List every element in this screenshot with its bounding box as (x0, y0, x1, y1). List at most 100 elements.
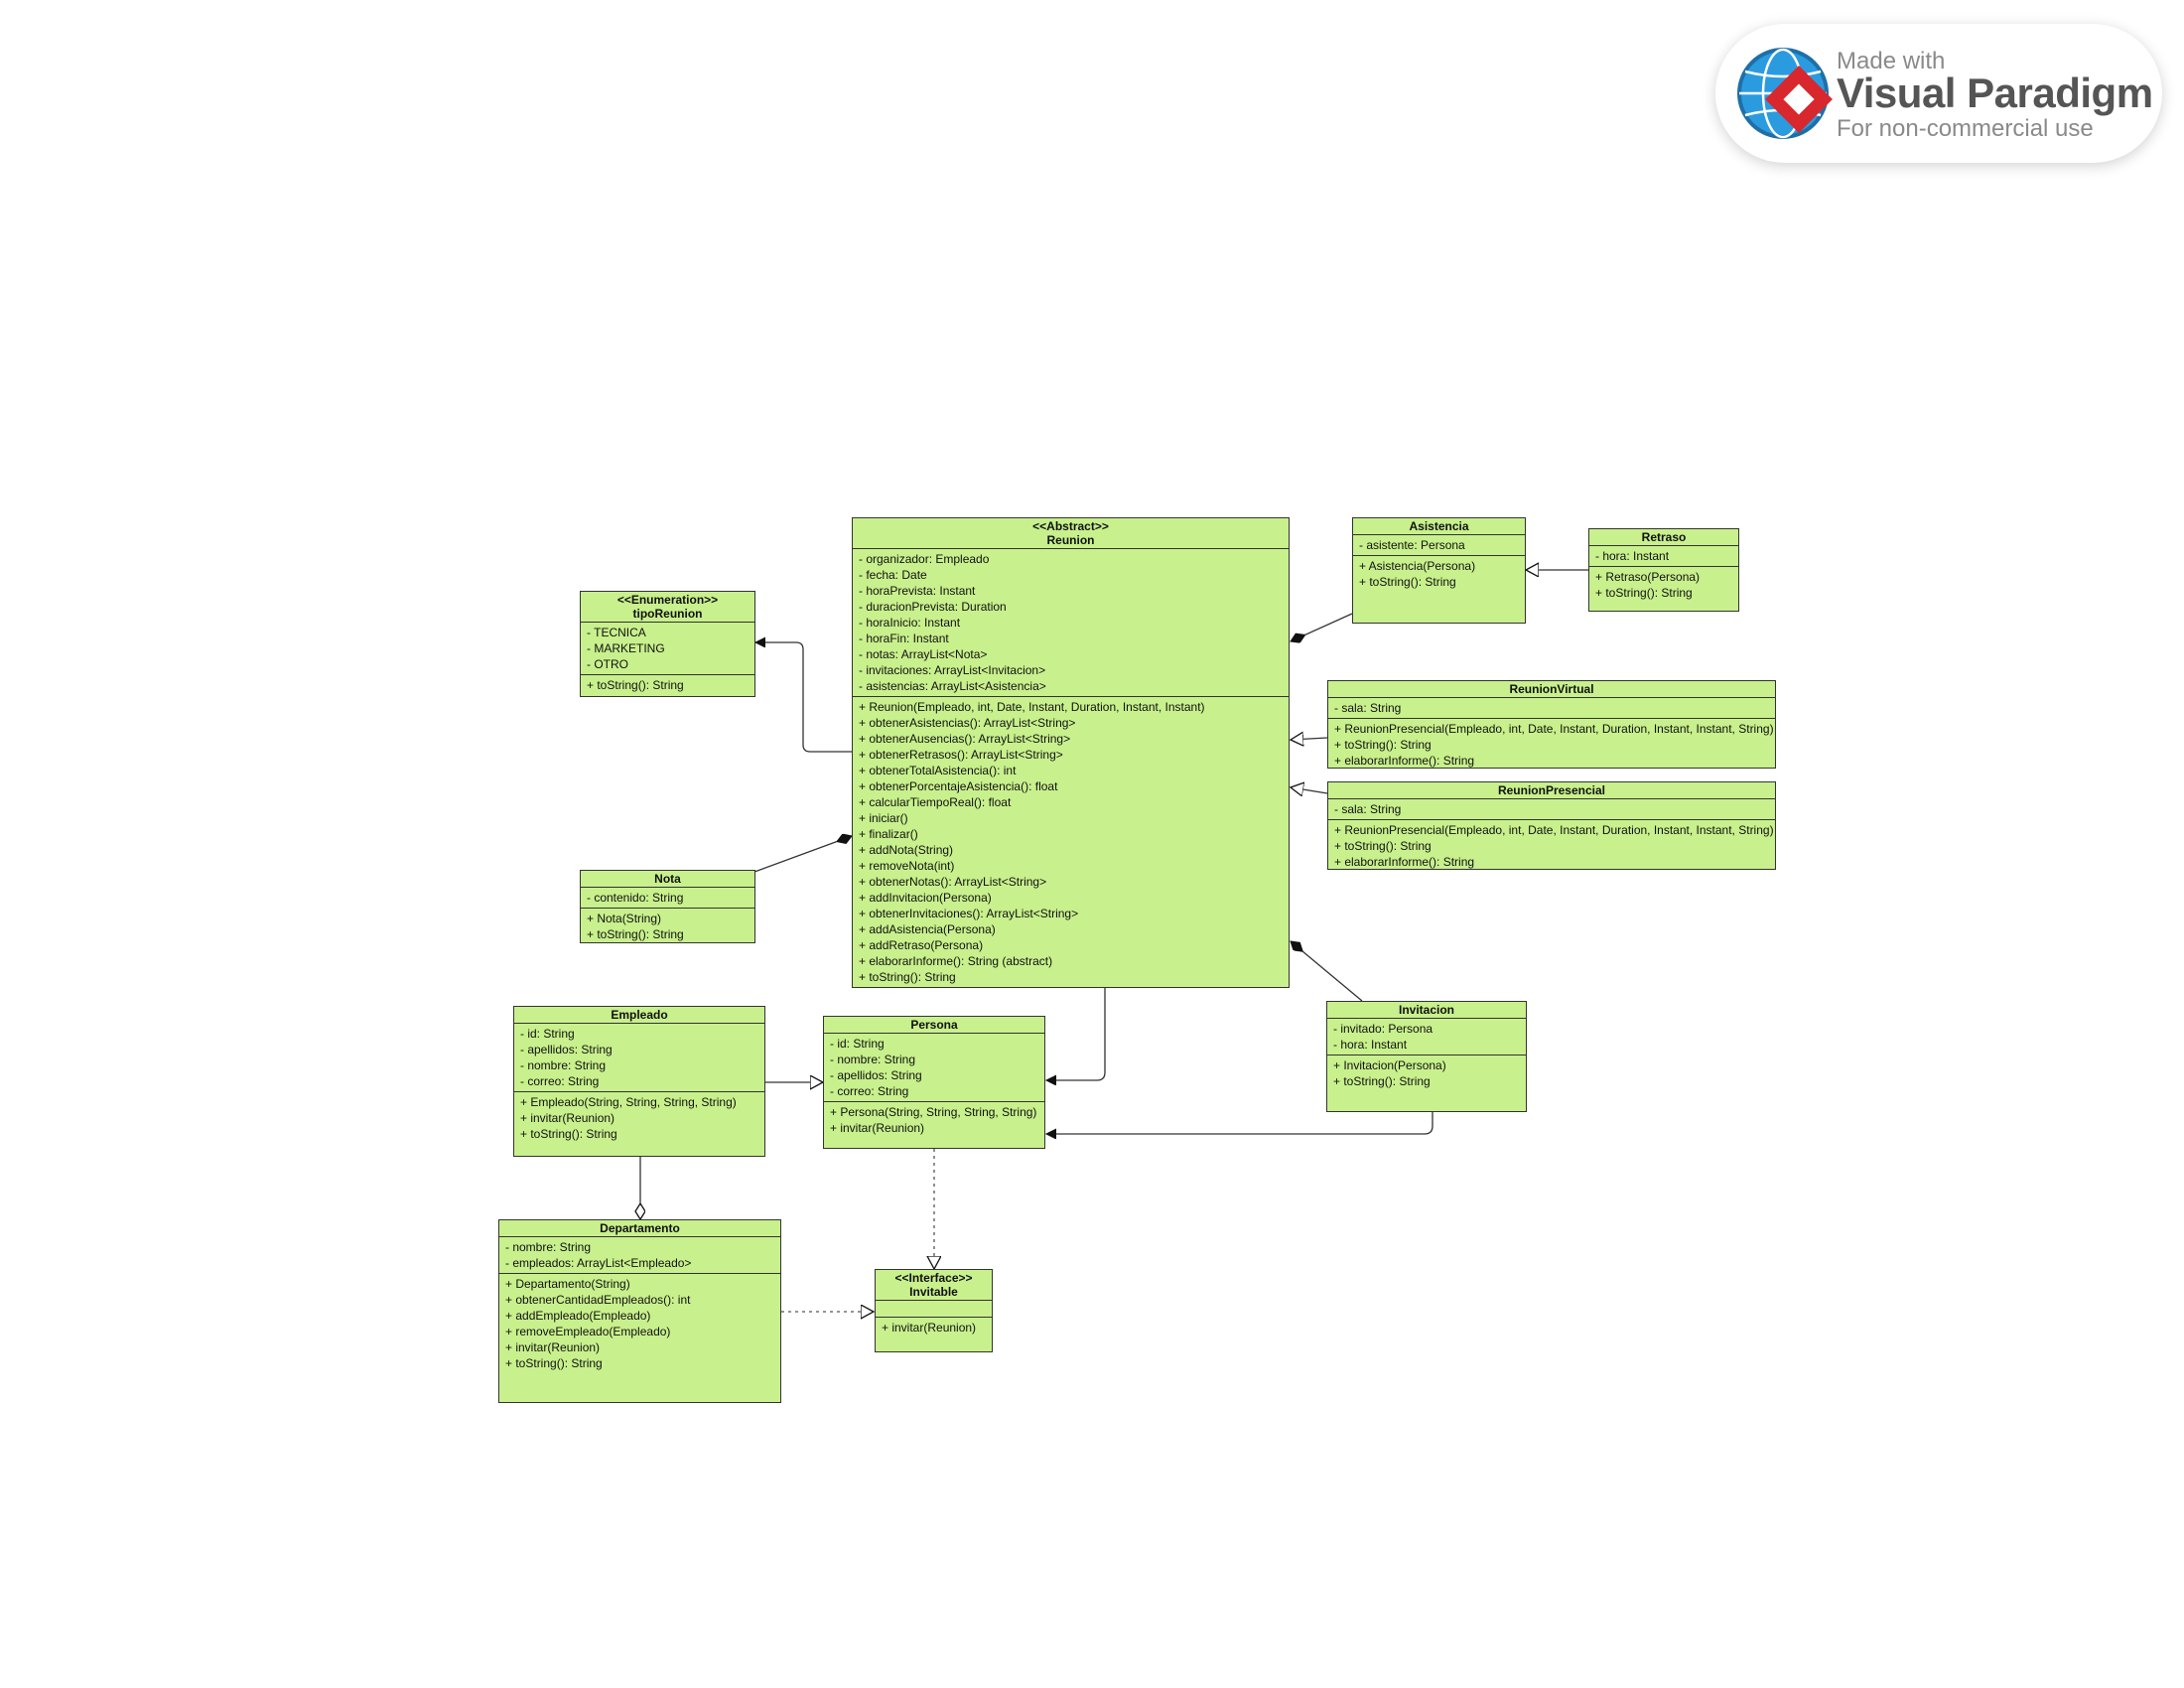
class-method: + addAsistencia(Persona) (859, 922, 996, 936)
class-attribute: - hora: Instant (1595, 549, 1670, 563)
class-header: <<Abstract>> Reunion (853, 518, 1289, 549)
reunionvirtual-reunion-generalization (1291, 738, 1328, 740)
asistencia-reunion-composition (1291, 613, 1353, 641)
invitacion-persona-association (1046, 1112, 1433, 1134)
nota-reunion-composition (753, 836, 852, 873)
class-method: + iniciar() (859, 811, 908, 825)
class-method: + ReunionPresencial(Empleado, int, Date,… (1334, 823, 1774, 837)
class-name: Reunion (1046, 533, 1095, 547)
methods-section: + Nota(String)+ toString(): String (581, 909, 754, 944)
reunion-persona-association (1046, 988, 1106, 1080)
class-attribute: - invitado: Persona (1333, 1022, 1433, 1036)
class-attribute: - nombre: String (830, 1053, 916, 1066)
class-name: Invitable (909, 1285, 958, 1299)
class-reunion[interactable]: <<Abstract>> Reunion - organizador: Empl… (852, 517, 1290, 988)
attributes-section: - invitado: Persona - hora: Instant (1327, 1019, 1526, 1055)
class-method: + obtenerTotalAsistencia(): int (859, 764, 1017, 777)
class-attribute: - id: String (830, 1037, 885, 1051)
class-attribute: - nombre: String (520, 1058, 607, 1072)
class-method: + toString(): String (1334, 738, 1432, 752)
class-name: Retraso (1641, 530, 1687, 544)
class-method: + removeEmpleado(Empleado) (505, 1325, 671, 1338)
class-method: + addEmpleado(Empleado) (505, 1309, 651, 1323)
methods-section: + ReunionPresencial(Empleado, int, Date,… (1328, 820, 1775, 872)
class-name: Empleado (611, 1008, 668, 1022)
class-invitacion[interactable]: Invitacion - invitado: Persona - hora: In… (1326, 1001, 1527, 1112)
class-attribute: - MARKETING (587, 641, 665, 655)
class-stereotype: <<Enumeration>> (616, 593, 719, 607)
attributes-section: - id: String - apellidos: String - nombre:… (514, 1024, 764, 1092)
class-method: + obtenerNotas(): ArrayList<String> (859, 875, 1047, 889)
class-reunionvirtual[interactable]: ReunionVirtual - sala: String + ReunionP… (1327, 680, 1776, 769)
class-attribute: - hora: Instant (1333, 1038, 1408, 1052)
class-attribute: - nombre: String (505, 1240, 592, 1254)
class-attribute: - horaPrevista: Instant (859, 584, 976, 598)
class-method: + toString(): String (1595, 586, 1693, 600)
class-attribute: - contenido: String (587, 891, 684, 905)
class-method: + toString(): String (859, 970, 956, 984)
class-method: + Persona(String, String, String, String… (830, 1105, 1037, 1119)
class-persona[interactable]: Persona - id: String - nombre: String - ap… (823, 1016, 1045, 1149)
class-name: ReunionPresencial (1497, 783, 1606, 797)
class-method: + toString(): String (505, 1356, 603, 1370)
class-retraso[interactable]: Retraso - hora: Instant + Retraso(Person… (1588, 528, 1739, 612)
class-method: + toString(): String (1334, 839, 1432, 853)
invitacion-reunion-composition (1291, 941, 1363, 1002)
class-nota[interactable]: Nota - contenido: String + Nota(String)+… (580, 870, 755, 943)
class-method: + elaborarInforme(): String (1334, 754, 1475, 768)
class-method: + Nota(String) (587, 912, 662, 925)
class-header: Nota (581, 871, 754, 888)
class-method: + invitar(Reunion) (830, 1121, 925, 1135)
class-attribute: - horaInicio: Instant (859, 616, 961, 630)
class-method: + obtenerCantidadEmpleados(): int (505, 1293, 691, 1307)
class-method: + invitar(Reunion) (520, 1111, 615, 1125)
class-header: Retraso (1589, 529, 1738, 546)
enum-tiporeunion[interactable]: <<Enumeration>> tipoReunion - TECNICA - M… (580, 591, 755, 697)
class-reunionpresencial[interactable]: ReunionPresencial - sala: String + Reuni… (1327, 781, 1776, 870)
methods-section: + toString(): String (581, 675, 754, 695)
class-method: + Departamento(String) (505, 1277, 630, 1291)
class-method: + obtenerAusencias(): ArrayList<String> (859, 732, 1071, 746)
class-method: + obtenerAsistencias(): ArrayList<String… (859, 716, 1076, 730)
class-name: Persona (910, 1018, 958, 1032)
watermark-badge: Made with Visual Paradigm For non-commer… (1715, 24, 2162, 163)
class-name: ReunionVirtual (1509, 682, 1594, 696)
class-header: <<Enumeration>> tipoReunion (581, 592, 754, 623)
class-method: + ReunionPresencial(Empleado, int, Date,… (1334, 722, 1774, 736)
class-attribute: - sala: String (1334, 802, 1402, 816)
class-method: + removeNota(int) (859, 859, 955, 873)
interface-invitable[interactable]: <<Interface>> Invitable + invitar(Reunio… (875, 1269, 993, 1352)
class-attribute: - apellidos: String (520, 1043, 613, 1056)
watermark-note: For non-commercial use (1837, 115, 2094, 142)
class-method: + addInvitacion(Persona) (859, 891, 992, 905)
class-attribute: - apellidos: String (830, 1068, 922, 1082)
class-header: <<Interface>> Invitable (876, 1270, 992, 1301)
class-departamento[interactable]: Departamento - nombre: String- empleados… (498, 1219, 781, 1403)
attributes-section: - sala: String (1328, 698, 1775, 719)
class-header: ReunionPresencial (1328, 782, 1775, 799)
class-attribute: - id: String (520, 1027, 575, 1041)
class-stereotype: <<Abstract>> (1032, 519, 1109, 533)
attributes-section: - hora: Instant (1589, 546, 1738, 567)
class-asistencia[interactable]: Asistencia - asistente: Persona + Asiste… (1352, 517, 1526, 624)
class-attribute: - notas: ArrayList<Nota> (859, 647, 988, 661)
methods-section: + ReunionPresencial(Empleado, int, Date,… (1328, 719, 1775, 771)
class-stereotype: <<Interface>> (894, 1271, 973, 1285)
class-header: Invitacion (1327, 1002, 1526, 1019)
class-method: + toString(): String (520, 1127, 617, 1141)
attributes-section: - organizador: Empleado- fecha: Date- ho… (853, 549, 1289, 697)
class-method: + Empleado(String, String, String, Strin… (520, 1095, 737, 1109)
class-empleado[interactable]: Empleado - id: String - apellidos: String… (513, 1006, 765, 1157)
class-attribute: - correo: String (830, 1084, 909, 1098)
class-method: + toString(): String (587, 678, 684, 692)
class-attribute: - invitaciones: ArrayList<Invitacion> (859, 663, 1046, 677)
class-attribute: - TECNICA (587, 626, 646, 639)
class-method: + Retraso(Persona) (1595, 570, 1701, 584)
methods-section: + Asistencia(Persona)+ toString(): Strin… (1353, 556, 1525, 592)
methods-section: + Persona(String, String, String, String… (824, 1102, 1044, 1138)
attributes-section: - sala: String (1328, 799, 1775, 820)
class-attribute: - horaFin: Instant (859, 632, 949, 645)
attributes-section: - id: String - nombre: String - apellidos:… (824, 1034, 1044, 1102)
class-header: Asistencia (1353, 518, 1525, 535)
